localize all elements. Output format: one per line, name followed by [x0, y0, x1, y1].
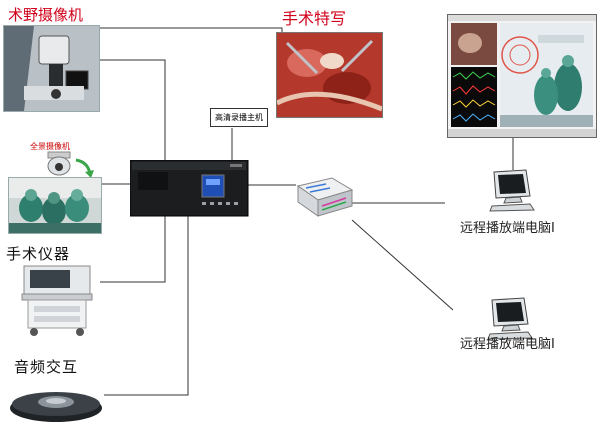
panorama-photo — [8, 177, 102, 234]
remote-display-image — [448, 15, 596, 137]
host-label: 高清录播主机 — [210, 108, 268, 127]
surgery-closeup-label: 手术特写 — [282, 9, 347, 28]
surgery-closeup-photo — [276, 32, 383, 118]
line-camera-to-closeup — [98, 27, 283, 34]
panorama-camera-label: 全景摄像机 — [30, 142, 70, 151]
line-audio-to-host — [104, 212, 189, 396]
remote-display-screenshot — [447, 14, 597, 138]
computer-icon — [489, 169, 535, 212]
computer-icon — [487, 297, 533, 340]
audio-interaction-label: 音频交互 — [14, 358, 79, 376]
surgical-instruments-label: 手术仪器 — [6, 245, 71, 263]
operating-room-staff-image — [9, 178, 101, 233]
network-switch-icon — [296, 177, 354, 217]
remote-pc-2-label: 远程播放端电脑I — [460, 337, 555, 352]
line-instruments-to-host — [100, 200, 166, 283]
conference-speaker-icon — [10, 392, 102, 422]
line-switch-to-pc2 — [351, 219, 454, 311]
dome-camera-icon — [47, 151, 94, 178]
surgical-instruments-photo — [14, 262, 100, 340]
surgical-field-image — [277, 33, 382, 117]
surgical-camera-photo — [3, 25, 100, 112]
recording-host-device — [130, 160, 249, 217]
remote-pc-1-label: 远程播放端电脑I — [460, 221, 555, 236]
line-camera-to-host — [98, 59, 166, 162]
surgical-camera-label: 术野摄像机 — [8, 6, 84, 24]
surgical-camera-icon — [4, 26, 99, 111]
medical-cart-icon — [21, 265, 93, 336]
